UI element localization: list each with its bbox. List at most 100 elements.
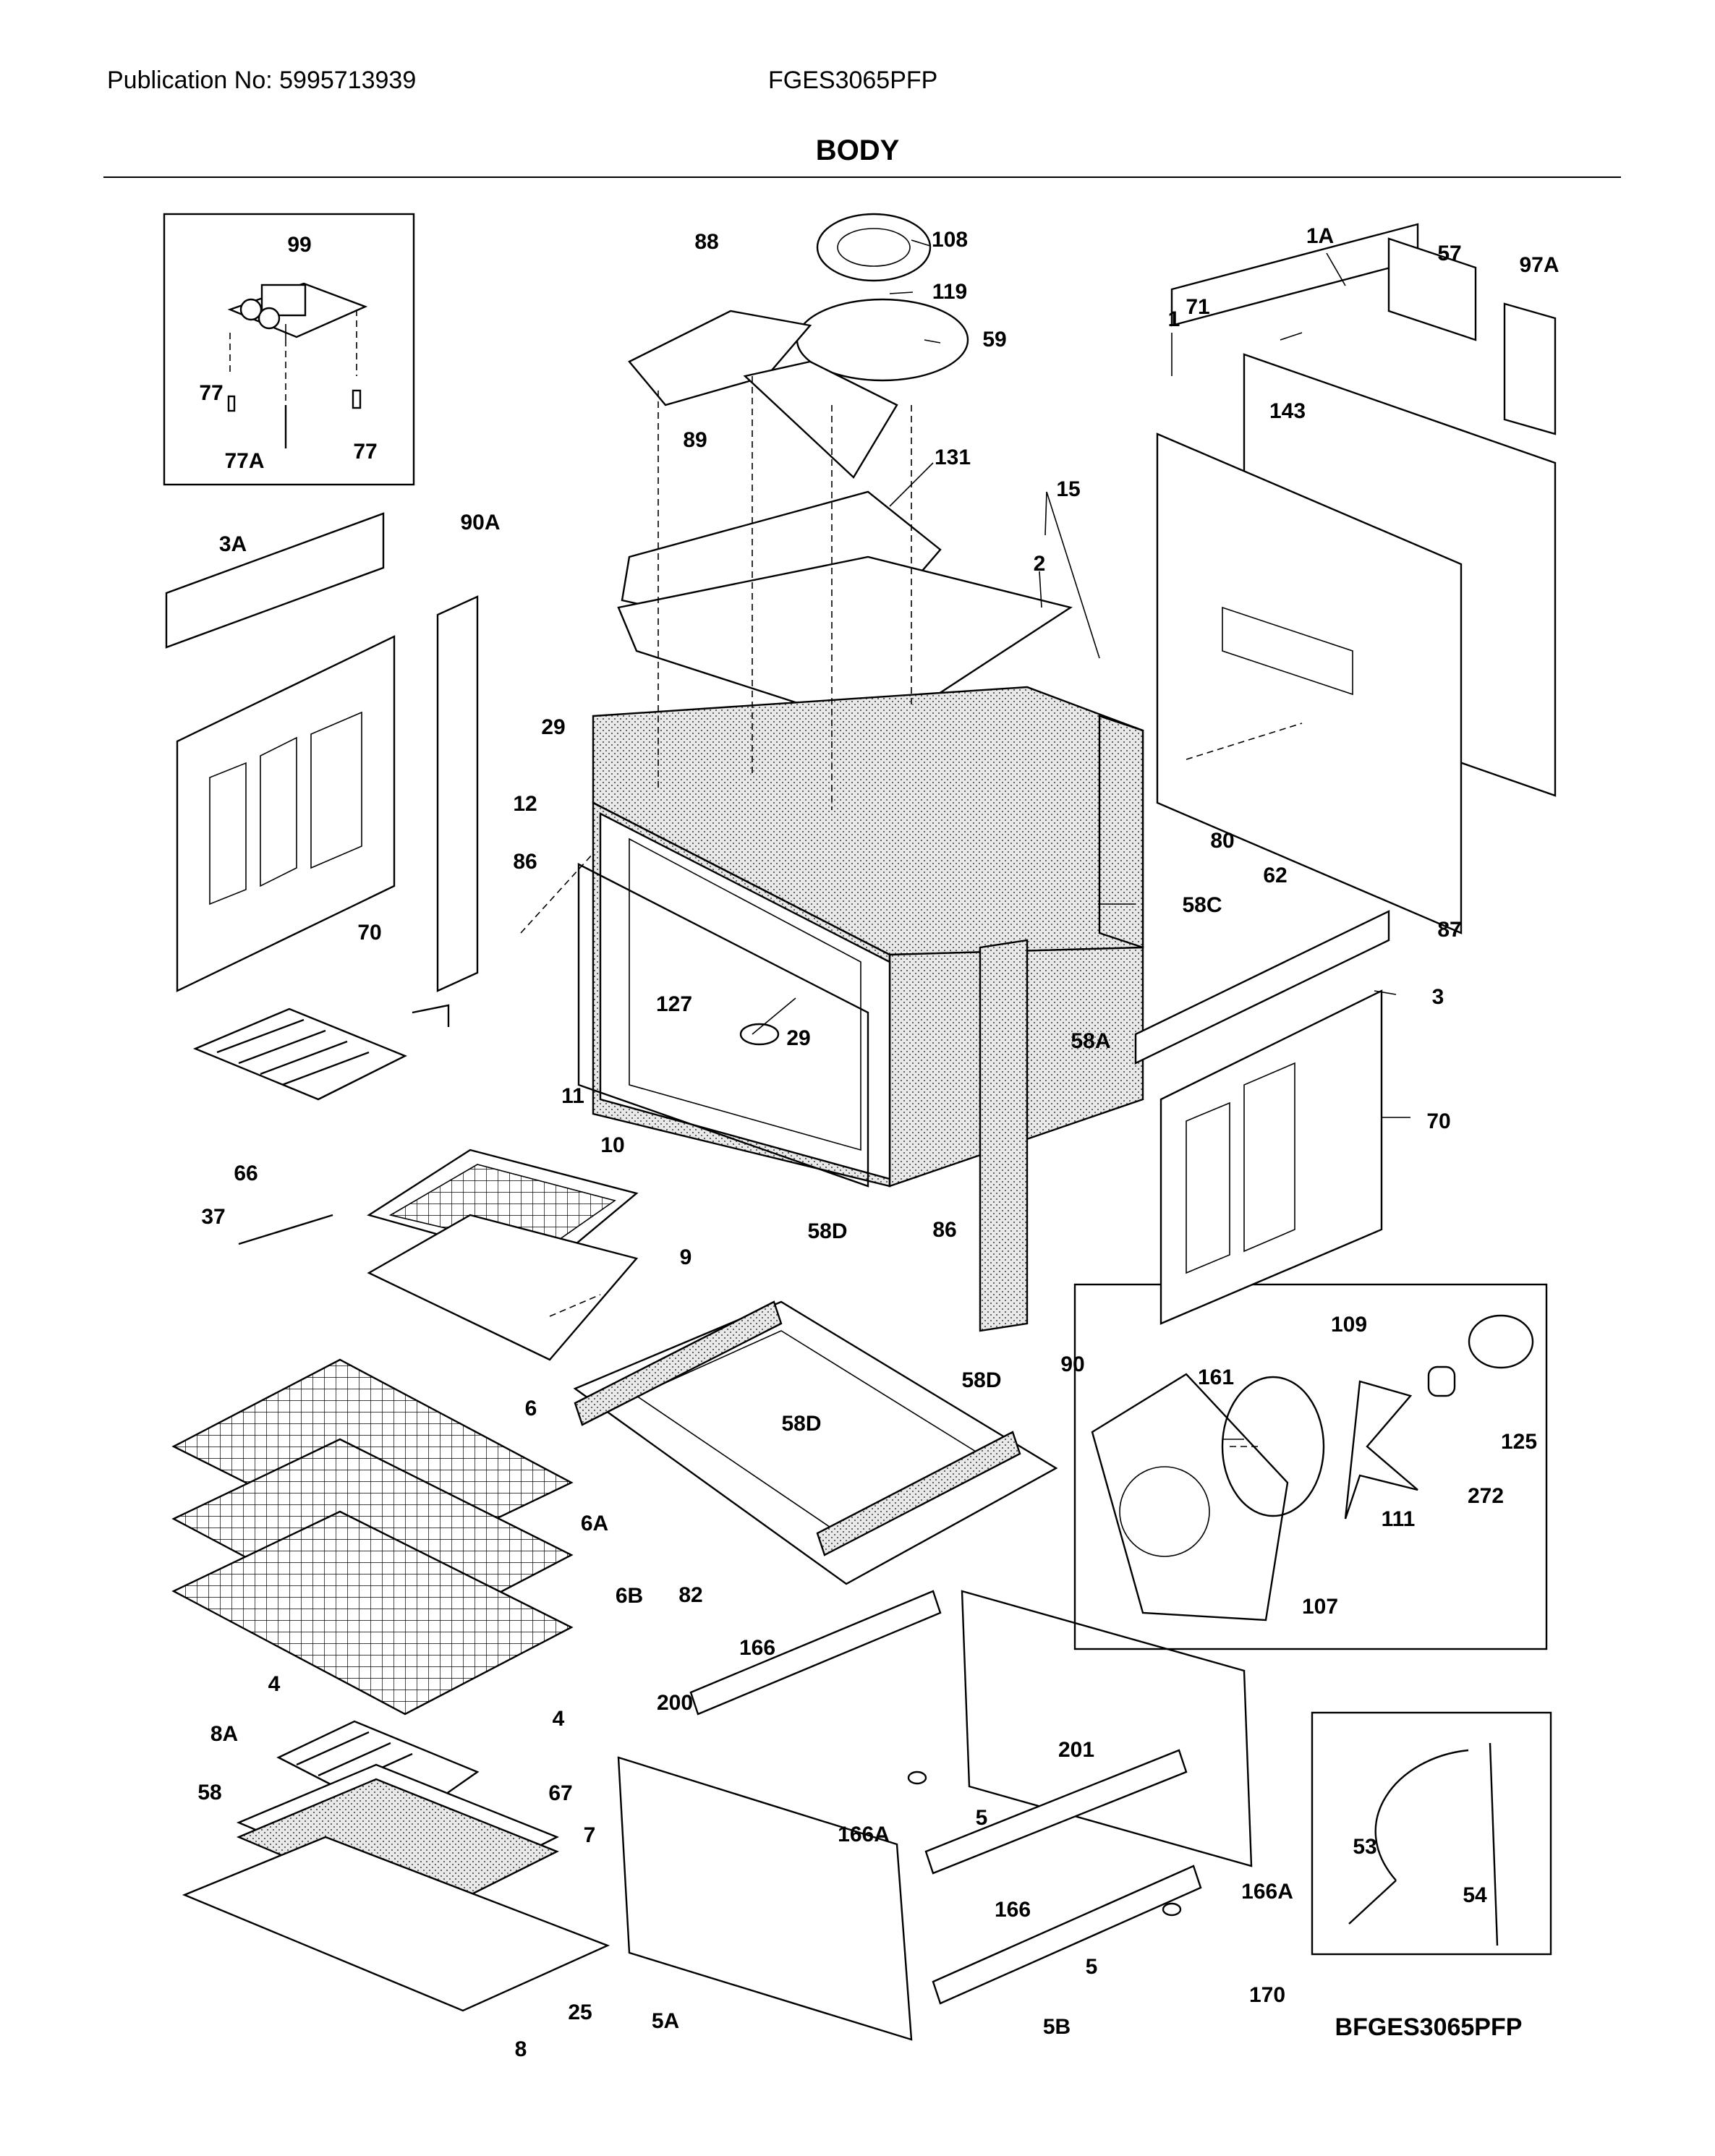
broil-element xyxy=(192,1004,450,1101)
callout-15: 15 xyxy=(1056,477,1080,501)
callout-10: 10 xyxy=(600,1133,624,1157)
oven-cavity xyxy=(592,686,1144,1188)
callout-1a: 1A xyxy=(1306,224,1334,248)
callout-5-bottom: 5 xyxy=(1086,1955,1098,1979)
callout-82: 82 xyxy=(678,1583,702,1607)
callout-4-left: 4 xyxy=(268,1672,281,1696)
callout-88: 88 xyxy=(694,230,718,254)
callout-3: 3 xyxy=(1432,985,1444,1009)
callout-87: 87 xyxy=(1437,918,1461,942)
callout-86-right: 86 xyxy=(932,1218,956,1242)
callout-109: 109 xyxy=(1331,1313,1367,1337)
callout-80: 80 xyxy=(1210,829,1234,853)
convection-fan xyxy=(1091,1314,1534,1622)
sensor-probe-37 xyxy=(238,1214,333,1245)
callout-5a: 5A xyxy=(652,2009,679,2033)
callout-25: 25 xyxy=(568,2001,592,2024)
callout-37: 37 xyxy=(201,1205,225,1229)
callout-58c: 58C xyxy=(1182,893,1222,917)
callout-3a: 3A xyxy=(219,532,247,556)
callout-9: 9 xyxy=(680,1245,692,1269)
callout-4-right: 4 xyxy=(553,1707,565,1731)
callout-89: 89 xyxy=(683,428,707,452)
callout-58: 58 xyxy=(197,1781,221,1805)
probe-inset xyxy=(1311,1711,1552,1956)
callout-166-bottom: 166 xyxy=(995,1898,1031,1922)
callout-29-top: 29 xyxy=(541,715,565,739)
callout-6: 6 xyxy=(525,1397,537,1420)
callout-6a: 6A xyxy=(581,1512,608,1535)
assembly-guide-lines xyxy=(520,376,1303,1447)
callout-166a-left: 166A xyxy=(838,1823,890,1846)
broiler-pan xyxy=(367,1149,639,1361)
callout-77-left: 77 xyxy=(199,381,223,405)
bottom-panel xyxy=(182,1836,610,2012)
model-number: FGES3065PFP xyxy=(768,67,938,94)
callout-86-left: 86 xyxy=(513,850,537,874)
callout-59: 59 xyxy=(982,328,1006,351)
callout-54: 54 xyxy=(1463,1883,1487,1907)
callout-200: 200 xyxy=(657,1691,693,1715)
callout-272: 272 xyxy=(1468,1484,1504,1508)
callout-66: 66 xyxy=(234,1162,258,1185)
callout-99: 99 xyxy=(287,233,311,257)
callout-58d-top: 58D xyxy=(807,1219,847,1243)
callout-70-left: 70 xyxy=(357,921,381,945)
callout-8a: 8A xyxy=(210,1722,238,1746)
section-title: BODY xyxy=(815,135,900,166)
callout-58d-right: 58D xyxy=(961,1368,1001,1392)
right-trim xyxy=(979,939,1029,1332)
diagram-code: BFGES3065PFP xyxy=(1335,2014,1523,2041)
callout-5-top: 5 xyxy=(976,1806,988,1830)
callout-143: 143 xyxy=(1269,399,1306,423)
side-insulation xyxy=(1098,715,1144,949)
callout-67: 67 xyxy=(548,1781,572,1805)
lower-frame xyxy=(573,1300,1058,1585)
callout-71: 71 xyxy=(1186,295,1209,319)
callout-166-top: 166 xyxy=(739,1636,775,1660)
callout-108: 108 xyxy=(932,228,968,252)
callout-labels: 99 77 77A 77 88 108 119 59 89 131 15 2 1… xyxy=(197,224,1559,2061)
callout-119: 119 xyxy=(932,280,967,304)
callout-8: 8 xyxy=(515,2037,527,2061)
control-board-inset xyxy=(163,213,415,486)
callout-161: 161 xyxy=(1198,1365,1234,1389)
callout-107: 107 xyxy=(1302,1595,1338,1619)
callout-201: 201 xyxy=(1058,1738,1094,1762)
convection-fan-inset xyxy=(1073,1283,1548,1650)
callout-7: 7 xyxy=(584,1823,596,1847)
callout-58d-mid: 58D xyxy=(781,1412,821,1436)
callout-97a: 97A xyxy=(1519,253,1559,277)
callout-29-mid: 29 xyxy=(786,1026,810,1050)
header-rule xyxy=(103,176,1621,178)
callout-131: 131 xyxy=(935,446,971,469)
callout-62: 62 xyxy=(1263,864,1287,887)
bake-element xyxy=(276,1720,480,1824)
callout-1: 1 xyxy=(1168,307,1180,331)
callout-58a: 58A xyxy=(1071,1029,1110,1053)
publication-number: Publication No: 5995713939 xyxy=(107,67,417,94)
callout-166a-right: 166A xyxy=(1241,1880,1293,1904)
top-blower-assembly xyxy=(617,213,1073,732)
callout-5b: 5B xyxy=(1043,2015,1071,2039)
base-frame xyxy=(617,1590,1253,2041)
callout-11: 11 xyxy=(561,1084,584,1108)
callout-70-right: 70 xyxy=(1426,1109,1450,1133)
callout-170: 170 xyxy=(1249,1983,1285,2007)
door-gasket xyxy=(577,863,869,1188)
leader-lines xyxy=(752,239,1410,1440)
callout-2: 2 xyxy=(1034,552,1046,576)
callout-77-right: 77 xyxy=(353,440,377,464)
callout-6b: 6B xyxy=(616,1584,643,1608)
left-side-panel xyxy=(165,512,396,992)
callout-127: 127 xyxy=(656,992,692,1016)
oven-racks xyxy=(171,1358,574,1716)
callout-90a: 90A xyxy=(460,511,500,534)
right-side-panel xyxy=(1134,910,1390,1325)
control-board xyxy=(227,282,368,448)
callout-111: 111 xyxy=(1382,1507,1416,1531)
left-trim xyxy=(436,595,479,992)
meat-probe xyxy=(1348,1742,1499,1946)
callout-12: 12 xyxy=(513,792,537,816)
